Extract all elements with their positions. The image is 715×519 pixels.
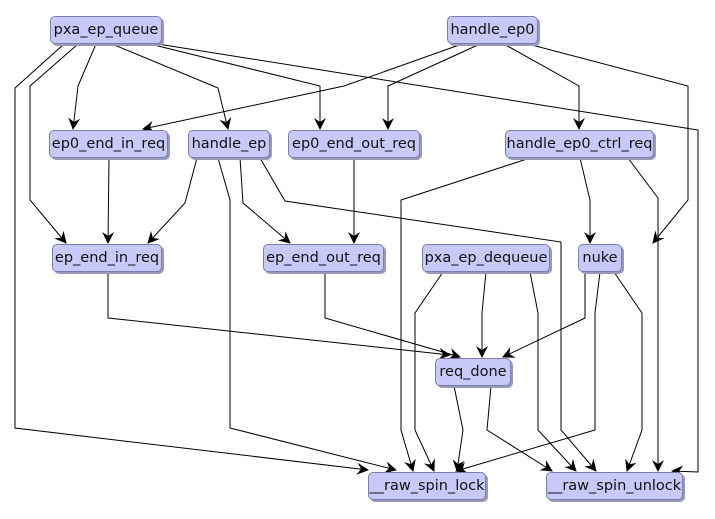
edge-nuke-to-req_done bbox=[502, 272, 586, 358]
edge-handle_ep0-to-ep0_end_out_req bbox=[382, 43, 481, 130]
edge-pxa_ep_queue-to-ep_end_in_req bbox=[29, 43, 79, 244]
node-raw-spin-unlock[interactable]: __raw_spin_unlock bbox=[546, 472, 683, 500]
edge-req_done-to-raw_spin_unlock bbox=[486, 385, 553, 472]
edge-handle_ep-to-ep_end_in_req bbox=[147, 157, 198, 244]
node-ep-end-in-req[interactable]: ep_end_in_req bbox=[52, 244, 162, 272]
edge-handle_ep-to-raw_spin_unlock bbox=[259, 157, 597, 472]
node-handle-ep0-ctrl-req[interactable]: handle_ep0_ctrl_req bbox=[505, 130, 654, 158]
edge-handle_ep0_ctrl_req-to-raw_spin_lock bbox=[400, 157, 531, 472]
node-handle-ep[interactable]: handle_ep bbox=[188, 130, 270, 158]
node-nuke[interactable]: nuke bbox=[578, 244, 622, 272]
edge-handle_ep0_ctrl_req-to-nuke bbox=[579, 157, 596, 244]
node-req-done[interactable]: req_done bbox=[435, 358, 511, 386]
node-handle-ep0[interactable]: handle_ep0 bbox=[447, 16, 538, 44]
edge-pxa_ep_queue-to-ep0_end_in_req bbox=[68, 43, 97, 130]
node-raw-spin-lock[interactable]: __raw_spin_lock bbox=[368, 472, 486, 500]
edge-pxa_ep_dequeue-to-raw_spin_lock bbox=[414, 271, 444, 472]
edge-handle_ep-to-ep_end_out_req bbox=[239, 157, 291, 244]
edge-ep_end_out_req-to-req_done bbox=[324, 272, 461, 360]
edge-pxa_ep_queue-to-ep0_end_out_req bbox=[149, 43, 326, 130]
edge-nuke-to-raw_spin_unlock bbox=[613, 271, 643, 472]
node-pxa-ep-queue[interactable]: pxa_ep_queue bbox=[50, 16, 162, 44]
node-pxa-ep-dequeue[interactable]: pxa_ep_dequeue bbox=[422, 244, 550, 272]
edge-handle_ep0-to-handle_ep0_ctrl_req bbox=[503, 43, 585, 130]
edge-handle_ep0_ctrl_req-to-raw_spin_unlock bbox=[627, 157, 664, 472]
edge-handle_ep0-to-nuke bbox=[527, 43, 689, 244]
node-ep0-end-out-req[interactable]: ep0_end_out_req bbox=[288, 130, 420, 158]
edge-req_done-to-raw_spin_lock bbox=[452, 385, 465, 472]
edge-pxa_ep_dequeue-to-req_done bbox=[476, 271, 488, 358]
edge-pxa_ep_dequeue-to-raw_spin_unlock bbox=[529, 271, 577, 472]
edge-pxa_ep_queue-to-raw_spin_lock bbox=[14, 43, 369, 475]
node-ep-end-out-req[interactable]: ep_end_out_req bbox=[263, 244, 384, 272]
node-ep0-end-in-req[interactable]: ep0_end_in_req bbox=[49, 130, 168, 158]
edge-pxa_ep_queue-to-handle_ep bbox=[111, 43, 232, 130]
edge-pxa_ep_queue-to-raw_spin_unlock bbox=[157, 43, 699, 478]
edge-ep0_end_in_req-to-ep_end_in_req bbox=[102, 157, 115, 244]
edge-handle_ep-to-raw_spin_lock bbox=[217, 157, 397, 474]
edge-nuke-to-raw_spin_lock bbox=[455, 271, 601, 474]
edge-ep_end_in_req-to-req_done bbox=[107, 272, 451, 360]
edge-handle_ep0-to-ep0_end_in_req bbox=[142, 43, 463, 133]
